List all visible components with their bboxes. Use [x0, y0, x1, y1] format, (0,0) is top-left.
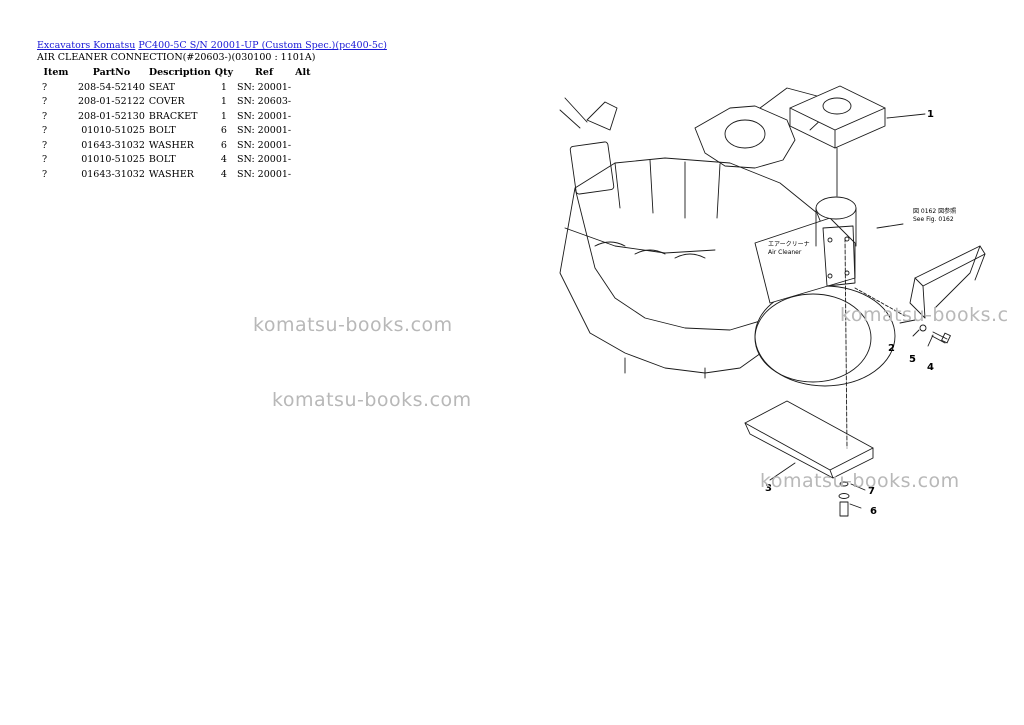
column-header-item: Item: [43, 67, 69, 78]
parts-table: Item PartNo Description Qty Ref Alt ? 20…: [36, 65, 313, 182]
air-cleaner: エアークリーナ Air Cleaner: [754, 196, 896, 387]
cell-item: ?: [42, 81, 48, 93]
cell-description: BOLT: [148, 154, 176, 166]
cell-partno: 01010-51025: [81, 125, 145, 137]
cell-alt: [293, 167, 312, 182]
cell-description: COVER: [148, 96, 185, 108]
callout-6: 6: [870, 506, 877, 517]
cell-qty: 1: [220, 96, 227, 108]
bolt-washer-6-7: [838, 481, 850, 517]
bracket-part: [854, 245, 986, 319]
cell-alt: [293, 80, 312, 95]
table-row: ? 01643-31032 WASHER 4 SN: 20001-: [36, 167, 313, 182]
cell-ref: SN: 20001-: [236, 125, 292, 137]
cell-ref: SN: 20001-: [236, 81, 292, 93]
callout-7: 7: [868, 486, 875, 497]
cell-item: ?: [42, 125, 48, 137]
cell-partno: 01010-51025: [81, 154, 145, 166]
cell-partno: 01643-31032: [81, 139, 145, 151]
watermark: komatsu-books.c: [840, 304, 1009, 326]
cell-partno: 208-01-52130: [78, 110, 145, 122]
cell-alt: [293, 109, 312, 124]
cell-qty: 1: [220, 81, 227, 93]
breadcrumb-category-link[interactable]: Excavators Komatsu: [37, 40, 136, 51]
air-cleaner-label-jp: エアークリーナ: [768, 241, 810, 248]
seat-part: [789, 85, 886, 197]
cell-description: WASHER: [148, 168, 194, 180]
watermark: komatsu-books.com: [253, 314, 453, 336]
column-header-alt: Alt: [295, 67, 311, 78]
cell-ref: SN: 20001-: [236, 139, 292, 151]
cell-partno: 208-54-52140: [78, 81, 145, 93]
cell-item: ?: [42, 168, 48, 180]
callout-3: 3: [765, 483, 772, 494]
cell-ref: SN: 20001-: [236, 168, 292, 180]
parts-diagram: エアークリーナ Air Cleaner: [555, 68, 1024, 528]
cell-ref: SN: 20001-: [236, 154, 292, 166]
cell-alt: [293, 153, 312, 168]
cell-description: BRACKET: [148, 110, 198, 122]
column-header-description: Description: [148, 67, 211, 78]
cover-part: [744, 237, 874, 479]
cell-item: ?: [42, 96, 48, 108]
cell-qty: 1: [220, 110, 227, 122]
cell-ref: SN: 20001-: [236, 110, 292, 122]
air-cleaner-label: Air Cleaner: [768, 249, 802, 256]
cell-ref: SN: 20603-: [236, 96, 292, 108]
callout-leaders: [769, 113, 934, 509]
table-row: ? 01010-51025 BOLT 6 SN: 20001-: [36, 124, 313, 139]
cell-partno: 01643-31032: [81, 168, 145, 180]
table-row: ? 208-54-52140 SEAT 1 SN: 20001-: [36, 80, 313, 95]
watermark: komatsu-books.com: [760, 470, 960, 492]
section-title: AIR CLEANER CONNECTION(#20603-)(030100 :…: [37, 52, 316, 63]
cell-qty: 6: [220, 139, 227, 151]
cell-qty: 4: [220, 154, 227, 166]
table-row: ? 208-01-52130 BRACKET 1 SN: 20001-: [36, 109, 313, 124]
column-header-ref: Ref: [255, 67, 274, 78]
table-row: ? 208-01-52122 COVER 1 SN: 20603-: [36, 95, 313, 110]
cell-alt: [293, 124, 312, 139]
cell-description: WASHER: [148, 139, 194, 151]
see-fig-note-jp: 図 0162 図参照: [913, 207, 956, 215]
column-header-partno: PartNo: [92, 67, 131, 78]
cell-item: ?: [42, 154, 48, 166]
cell-description: BOLT: [148, 125, 176, 137]
watermark: komatsu-books.com: [272, 389, 472, 411]
cell-alt: [293, 95, 312, 110]
cell-alt: [293, 138, 312, 153]
see-fig-note: See Fig. 0162: [913, 216, 954, 223]
callout-4: 4: [927, 362, 934, 373]
cell-partno: 208-01-52122: [78, 96, 145, 108]
table-header-row: Item PartNo Description Qty Ref Alt: [36, 65, 313, 80]
column-header-qty: Qty: [214, 67, 233, 78]
cell-description: SEAT: [148, 81, 175, 93]
table-row: ? 01010-51025 BOLT 4 SN: 20001-: [36, 153, 313, 168]
engine-outline: [559, 87, 834, 379]
cell-qty: 6: [220, 125, 227, 137]
cell-item: ?: [42, 139, 48, 151]
breadcrumb: Excavators Komatsu PC400-5C S/N 20001-UP…: [37, 40, 387, 52]
callout-1: 1: [927, 109, 934, 120]
callout-5: 5: [909, 354, 916, 365]
table-row: ? 01643-31032 WASHER 6 SN: 20001-: [36, 138, 313, 153]
cell-qty: 4: [220, 168, 227, 180]
breadcrumb-model-link[interactable]: PC400-5C S/N 20001-UP (Custom Spec.)(pc4…: [138, 40, 387, 51]
callout-2: 2: [888, 343, 895, 354]
cell-item: ?: [42, 110, 48, 122]
bolt-washer-4-5: [919, 324, 951, 344]
